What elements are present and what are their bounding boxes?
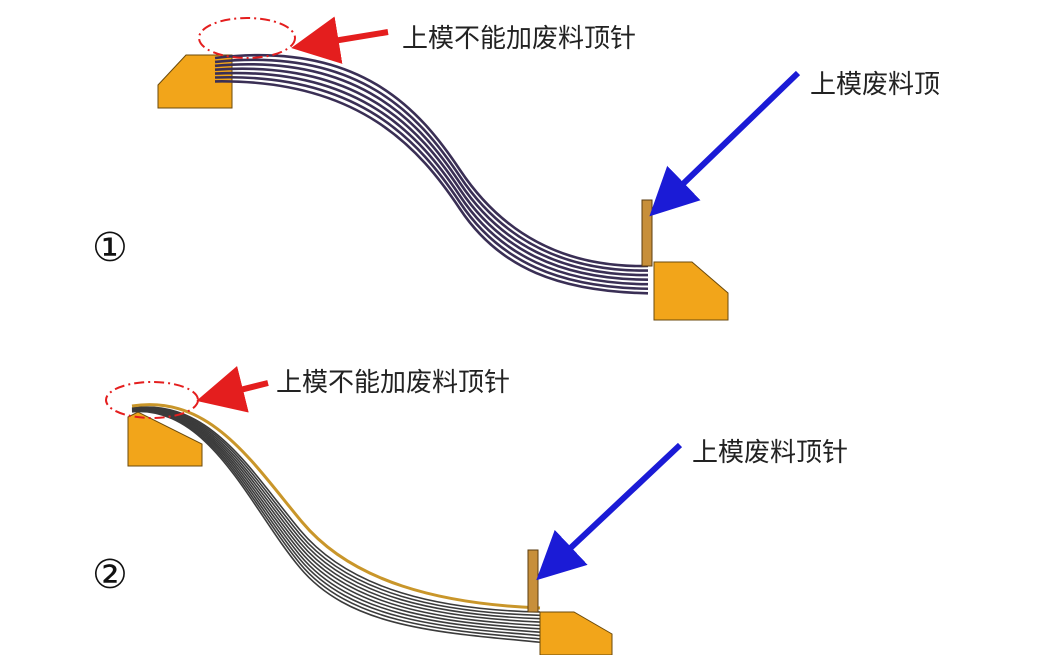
blue-arrow-icon [536, 442, 683, 581]
scrap-strip-1-6 [214, 76, 649, 291]
scrap-strip-2-3 [131, 407, 541, 620]
dashed-ellipse-icon [198, 17, 296, 59]
circled-number-icon: ① [92, 225, 128, 271]
left-die-block-2 [127, 411, 203, 467]
circled-number-icon: ② [92, 552, 128, 598]
scrap-strip-2-5 [131, 408, 541, 627]
right-die-block-2 [539, 611, 613, 656]
upper-die-ejector-label-2: 上模废料顶针 [692, 438, 849, 468]
scrap-strip-2-6 [131, 408, 541, 630]
upper-die-no-ejector-label-2: 上模不能加废料顶针 [276, 368, 511, 398]
scrap-strip-2-10 [131, 410, 541, 644]
scrap-strip-2-9 [131, 410, 541, 640]
scrap-strip-group-1 [214, 53, 649, 295]
scrap-strip-2-2 [131, 406, 541, 617]
upper-die-no-ejector-label-1: 上模不能加废料顶针 [402, 24, 637, 54]
right-die-block-1 [653, 261, 729, 321]
scrap-strip-2-7 [131, 409, 541, 633]
red-arrow-icon [196, 365, 269, 413]
scrap-strip-2-8 [131, 409, 541, 637]
scrap-strip-1-2 [214, 58, 649, 272]
scrap-strip-2-4 [131, 407, 541, 623]
scrap-strip-edge [131, 403, 541, 610]
scrap-strip-1-4 [214, 67, 649, 281]
diagram-1 [157, 16, 801, 321]
blue-arrow-icon [649, 70, 801, 217]
ejector-pin-1 [641, 199, 653, 267]
scrap-strip-group-2 [131, 403, 541, 644]
scrap-strip-1-5 [214, 71, 649, 286]
scrap-strip-1-3 [214, 63, 649, 277]
diagram-2 [105, 365, 683, 656]
scrap-strip-2-1 [131, 406, 541, 613]
upper-die-ejector-label-1: 上模废料顶 [810, 70, 941, 100]
red-arrow-icon [291, 16, 389, 64]
scrap-strip-1-7 [214, 80, 649, 295]
ejector-pin-2 [527, 549, 539, 613]
